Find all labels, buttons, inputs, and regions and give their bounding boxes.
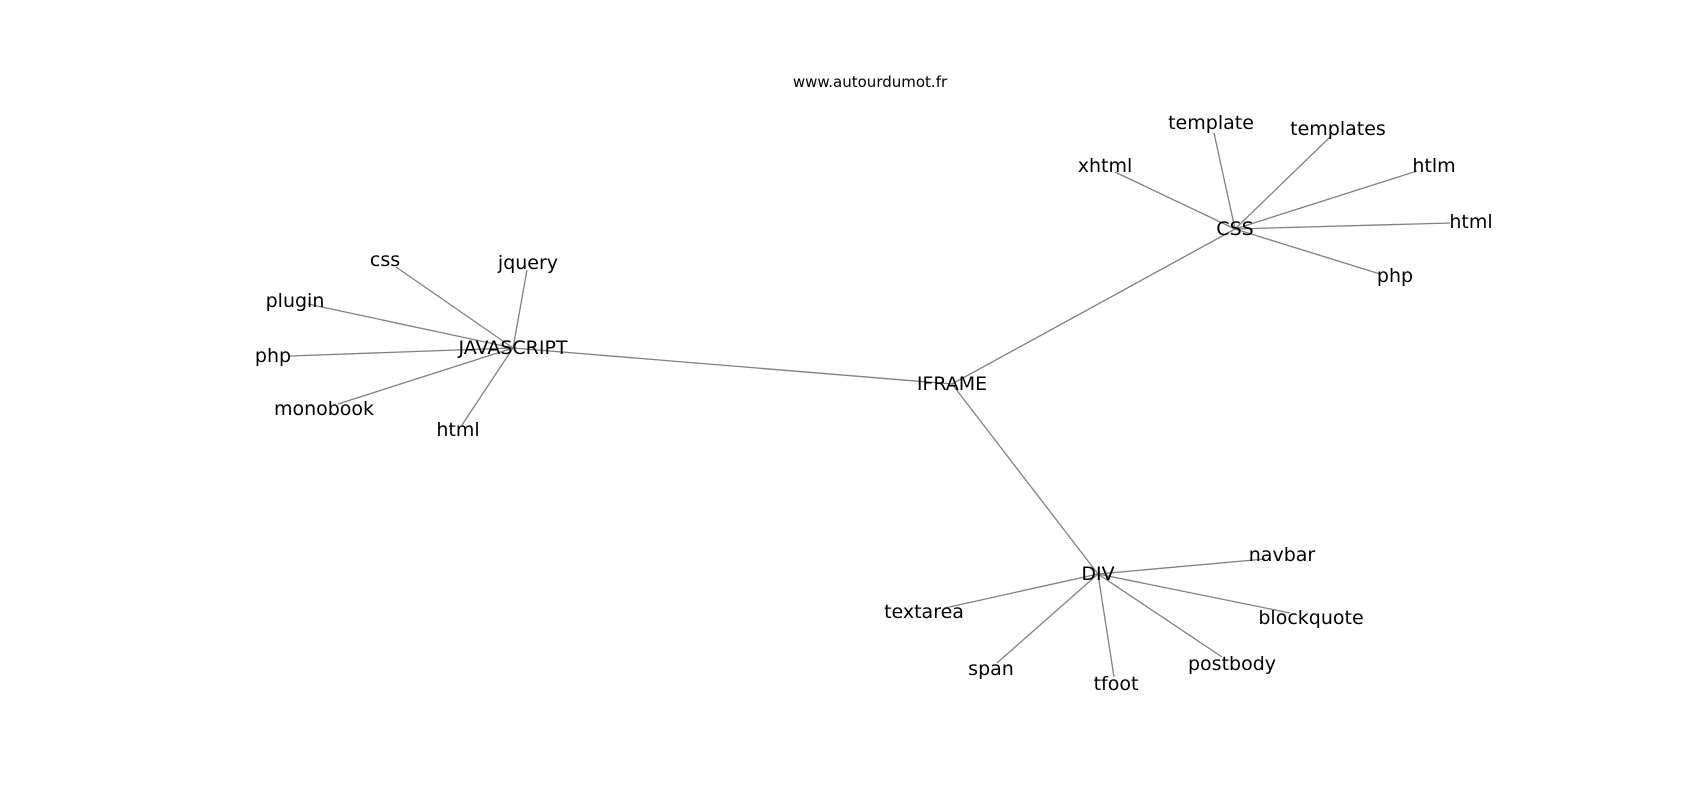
edge-iframe-javascript — [512, 347, 953, 385]
edge-div-div_textarea — [944, 573, 1099, 609]
edge-javascript-js_plugin — [307, 303, 514, 349]
leaf-node-div-textarea: textarea — [884, 601, 964, 623]
leaf-node-css-xhtml: xhtml — [1078, 155, 1133, 177]
leaf-node-div-blockquote: blockquote — [1258, 607, 1363, 629]
edge-div-div_span — [996, 573, 1099, 664]
edge-javascript-js_jquery — [512, 269, 528, 349]
edge-css_hub-css_php — [1234, 228, 1381, 275]
edge-javascript-js_html — [461, 347, 514, 426]
edge-javascript-js_monobook — [337, 347, 514, 405]
leaf-node-js-html: html — [436, 419, 479, 441]
edge-css_hub-css_xhtml — [1114, 171, 1236, 230]
edge-javascript-js_css — [395, 266, 514, 349]
hub-node-div: DIV — [1081, 563, 1114, 585]
leaf-node-css-templates: templates — [1290, 118, 1386, 140]
leaf-node-css-php: php — [1377, 265, 1413, 287]
leaf-node-div-navbar: navbar — [1249, 544, 1316, 566]
leaf-node-css-htlm: htlm — [1412, 155, 1455, 177]
edge-iframe-css_hub — [951, 228, 1236, 385]
hub-node-css-hub: CSS — [1216, 218, 1253, 240]
leaf-node-js-css: css — [370, 249, 400, 271]
edge-javascript-js_php — [289, 347, 514, 357]
leaf-node-div-span: span — [968, 658, 1014, 680]
edge-css_hub-css_templates — [1234, 136, 1331, 230]
hub-node-iframe: IFRAME — [917, 373, 987, 395]
leaf-node-div-tfoot: tfoot — [1094, 673, 1139, 695]
leaf-node-div-postbody: postbody — [1188, 653, 1276, 675]
leaf-node-css-html: html — [1449, 211, 1492, 233]
leaf-node-js-plugin: plugin — [266, 290, 325, 312]
edge-div-div_postbody — [1097, 573, 1223, 658]
leaf-node-css-template: template — [1168, 112, 1254, 134]
hub-node-javascript: JAVASCRIPT — [457, 337, 567, 359]
edge-iframe-div — [951, 383, 1099, 575]
leaf-node-js-php: php — [255, 345, 291, 367]
edge-css_hub-css_html — [1234, 222, 1451, 230]
edge-div-div_blockquote — [1097, 573, 1291, 614]
edge-css_hub-css_htlm — [1234, 170, 1418, 230]
graph-edges — [289, 132, 1451, 678]
leaf-node-js-monobook: monobook — [274, 398, 374, 420]
graph-labels: www.autourdumot.fr IFRAME JAVASCRIPT CSS DI… — [255, 73, 1493, 695]
edge-css_hub-css_template — [1213, 132, 1236, 230]
leaf-node-js-jquery: jquery — [497, 252, 558, 274]
edge-div-div_tfoot — [1097, 573, 1115, 678]
source-label: www.autourdumot.fr — [793, 73, 948, 91]
edge-div-div_navbar — [1097, 558, 1266, 575]
